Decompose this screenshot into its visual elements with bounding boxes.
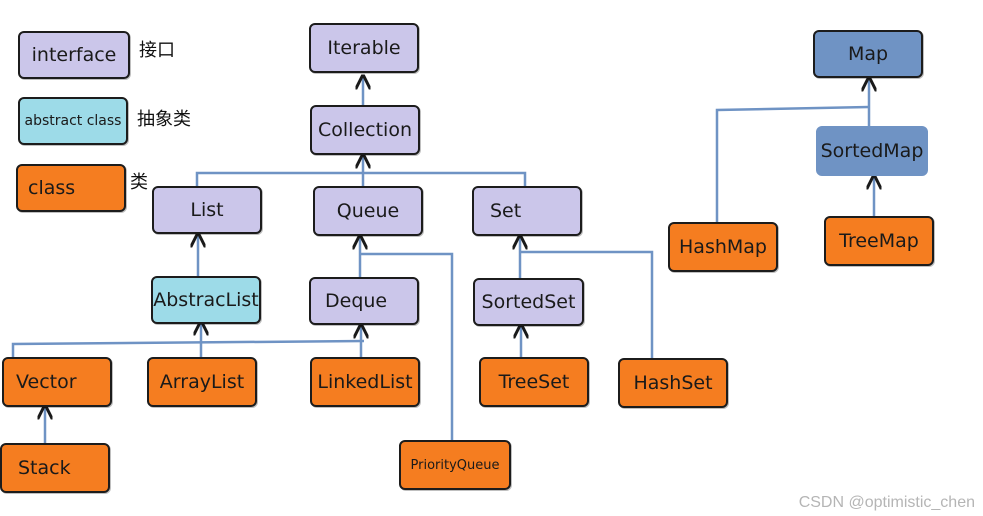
node-sortedmap: SortedMap bbox=[816, 126, 928, 176]
legend-interface-box: interface bbox=[18, 31, 130, 79]
node-collection: Collection bbox=[310, 105, 420, 155]
node-priorityqueue: PriorityQueue bbox=[399, 440, 511, 490]
legend-interface-label: 接口 bbox=[139, 40, 175, 61]
node-iterable: Iterable bbox=[309, 23, 419, 73]
watermark: CSDN @optimistic_chen bbox=[798, 494, 975, 511]
node-linkedlist: LinkedList bbox=[310, 357, 420, 407]
node-sortedset: SortedSet bbox=[473, 278, 584, 326]
node-list: List bbox=[152, 186, 262, 234]
node-vector: Vector bbox=[2, 357, 112, 407]
node-treeset: TreeSet bbox=[479, 357, 589, 407]
legend-abstract-class-label: 抽象类 bbox=[137, 109, 191, 130]
legend-abstract-class-box: abstract class bbox=[18, 97, 128, 145]
node-hashset: HashSet bbox=[618, 358, 728, 408]
node-hashmap: HashMap bbox=[668, 222, 778, 272]
node-stack: Stack bbox=[0, 443, 110, 493]
node-set: Set bbox=[472, 186, 582, 236]
legend-class-box: class bbox=[16, 164, 126, 212]
node-abstractlist: AbstracList bbox=[151, 276, 261, 324]
node-map: Map bbox=[813, 30, 923, 78]
node-treemap: TreeMap bbox=[824, 216, 934, 266]
legend-class-label: 类 bbox=[130, 172, 148, 193]
node-deque: Deque bbox=[309, 277, 419, 325]
node-queue: Queue bbox=[313, 186, 423, 236]
node-arraylist: ArrayList bbox=[147, 357, 257, 407]
